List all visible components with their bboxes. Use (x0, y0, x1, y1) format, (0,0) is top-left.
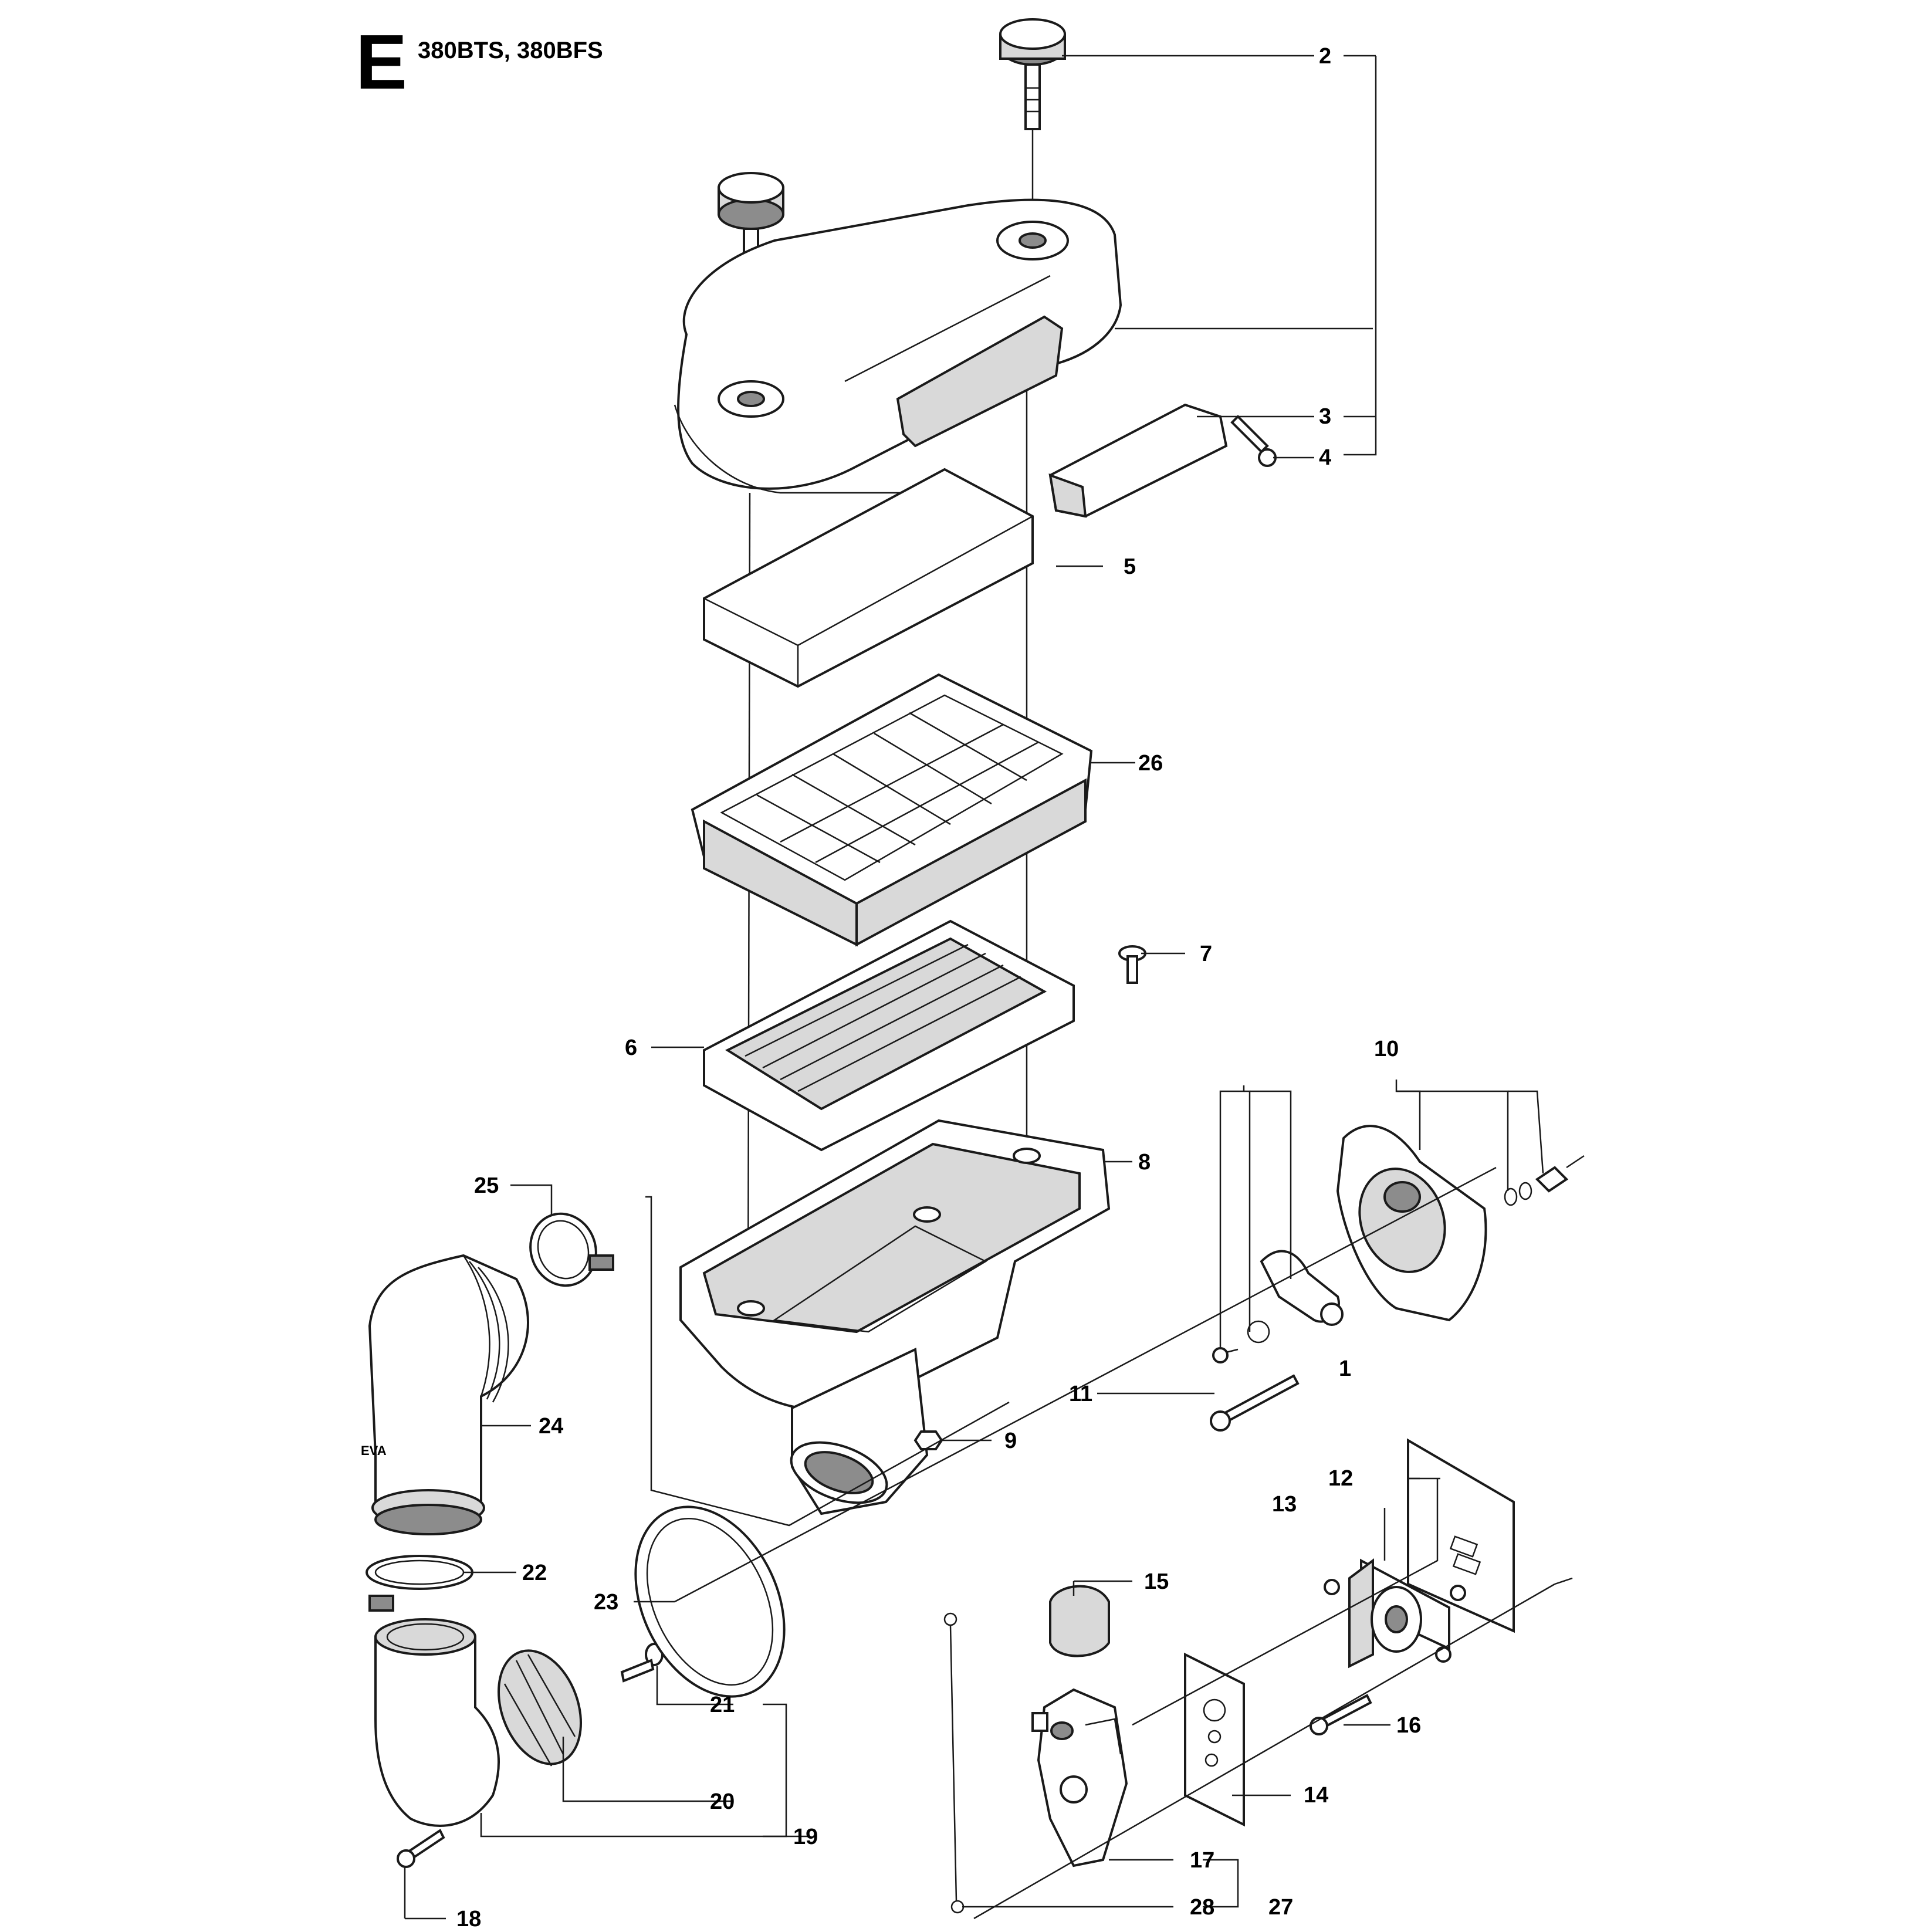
callout-7: 7 (1200, 942, 1212, 966)
callout-16: 16 (1396, 1713, 1421, 1738)
grip-screw (1230, 415, 1277, 467)
callout-6: 6 (625, 1036, 637, 1060)
callout-13: 13 (1272, 1492, 1297, 1517)
callout-4: 4 (1319, 445, 1331, 470)
screw-7 (1118, 945, 1146, 984)
callout-9: 9 (1004, 1429, 1017, 1453)
callout-3: 3 (1319, 404, 1331, 429)
callout-22: 22 (522, 1561, 547, 1585)
fuel-line-clip (943, 1612, 965, 1914)
callout-20: 20 (710, 1789, 735, 1814)
gasket-14 (1184, 1652, 1245, 1827)
carburetor (1031, 1585, 1128, 1867)
bellows-brand-mark: EVA (361, 1443, 387, 1458)
callout-17: 17 (1190, 1848, 1214, 1873)
callout-11: 11 (1069, 1382, 1092, 1406)
callout-15: 15 (1144, 1569, 1169, 1594)
intake-block-13 (1324, 1558, 1466, 1669)
screw-21 (620, 1643, 664, 1683)
nut-9 (913, 1430, 943, 1450)
screw-18 (397, 1829, 445, 1868)
gasket-12 (1407, 1438, 1515, 1633)
callout-1: 1 (1339, 1356, 1351, 1381)
cover-knob-left (718, 172, 784, 289)
pre-filter-pad (703, 468, 1034, 688)
callout-numbers: 1 2 3 4 5 6 7 8 9 10 11 12 13 14 15 16 1… (456, 44, 1421, 1931)
callout-12: 12 (1328, 1466, 1353, 1491)
callout-21: 21 (710, 1693, 735, 1717)
intake-elbow (374, 1618, 500, 1827)
leader-lines (404, 55, 1573, 1920)
filter-housing (679, 1119, 1111, 1515)
callout-2: 2 (1319, 44, 1331, 69)
intake-bellows: EVA (361, 1254, 529, 1535)
callout-24: 24 (539, 1414, 563, 1439)
callout-28: 28 (1190, 1895, 1214, 1920)
callout-19: 19 (793, 1825, 818, 1849)
cover-grip (1048, 403, 1228, 518)
section-letter: E (356, 19, 408, 105)
callout-10: 10 (1374, 1037, 1399, 1061)
air-filter-cover (674, 198, 1122, 494)
hose-clamp-25 (529, 1212, 614, 1287)
callout-25: 25 (474, 1173, 499, 1198)
callout-27: 27 (1268, 1895, 1293, 1920)
carburetor-adapter (1212, 1125, 1585, 1363)
callout-18: 18 (456, 1907, 481, 1931)
callout-14: 14 (1304, 1783, 1328, 1808)
callout-8: 8 (1138, 1150, 1151, 1175)
hose-clamp-22 (366, 1555, 473, 1612)
air-filter-element (703, 919, 1075, 1152)
filter-holder-grid (691, 673, 1093, 947)
cover-knob-2 (999, 18, 1066, 130)
mesh-screen (497, 1649, 583, 1767)
model-names: 380BTS, 380BFS (418, 38, 603, 63)
bolt-11 (1210, 1374, 1300, 1432)
gasket-23 (634, 1505, 786, 1698)
screw-16 (1310, 1694, 1372, 1735)
callout-26: 26 (1138, 751, 1163, 776)
callout-5: 5 (1124, 554, 1136, 579)
callout-23: 23 (594, 1590, 618, 1615)
